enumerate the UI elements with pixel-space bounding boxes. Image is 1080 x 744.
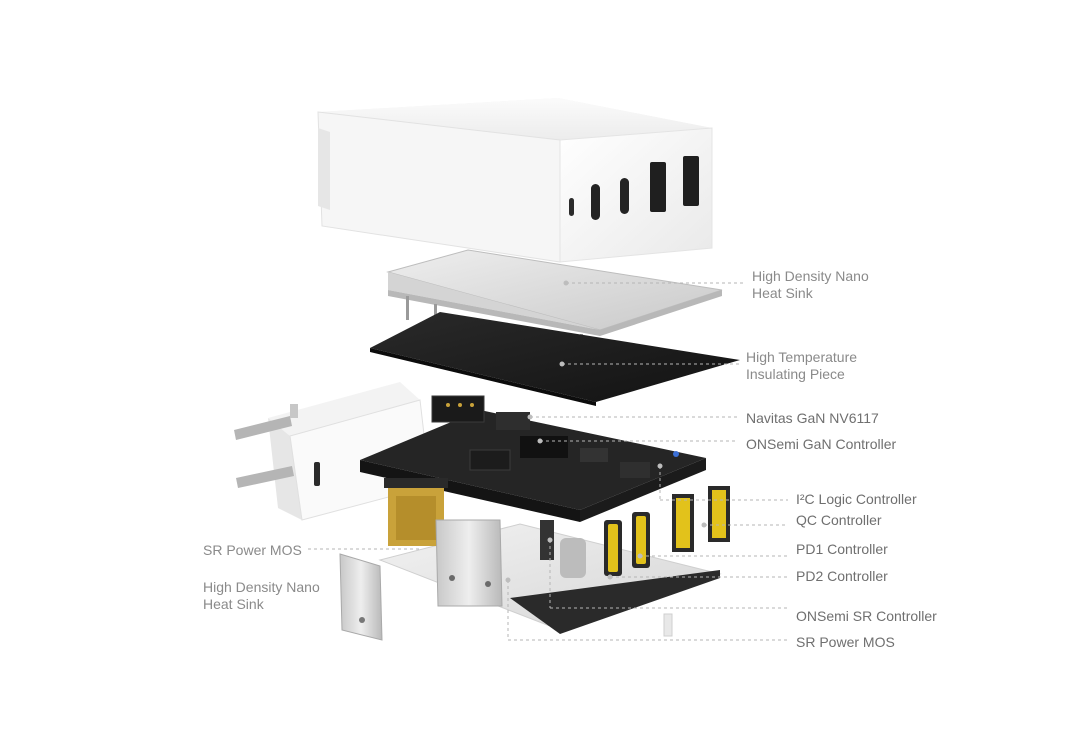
label-insulating-piece: High Temperature Insulating Piece [746, 349, 858, 382]
label-navitas-gan: Navitas GaN NV6117 [746, 410, 879, 426]
label-sr-power-mos-right: SR Power MOS [796, 634, 895, 650]
charger-shell [317, 98, 713, 263]
insulating-piece [370, 312, 740, 406]
top-heat-sink [386, 249, 723, 354]
main-pcb [360, 395, 730, 634]
left-heat-sink [339, 553, 383, 641]
label-onsemi-sr-controller: ONSemi SR Controller [796, 608, 937, 624]
label-pd1-controller: PD1 Controller [796, 541, 888, 557]
label-heat-sink-left: High Density Nano Heat Sink [203, 579, 320, 612]
sr-power-mos-part [663, 613, 673, 637]
label-i2c-logic: I²C Logic Controller [796, 491, 917, 507]
label-sr-power-mos-left: SR Power MOS [203, 542, 302, 558]
label-onsemi-gan-controller: ONSemi GaN Controller [746, 436, 897, 452]
label-heat-sink-top: High Density Nano Heat Sink [752, 268, 869, 301]
leader-lines [308, 282, 788, 641]
label-pd2-controller: PD2 Controller [796, 568, 888, 584]
leader-dots [505, 280, 707, 583]
label-qc-controller: QC Controller [796, 512, 882, 528]
